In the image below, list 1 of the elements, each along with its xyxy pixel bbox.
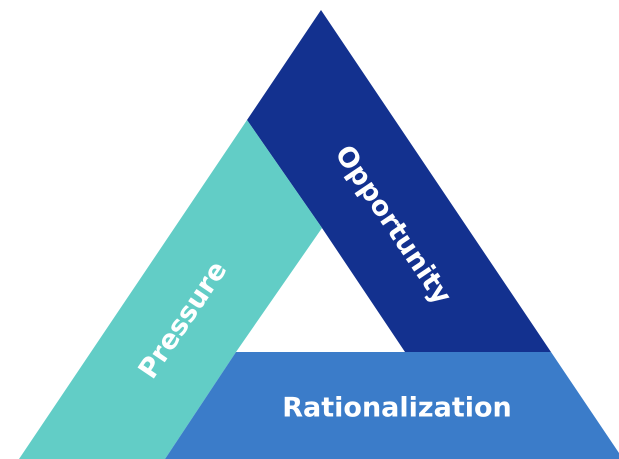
band-label: Rationalization	[282, 394, 512, 422]
